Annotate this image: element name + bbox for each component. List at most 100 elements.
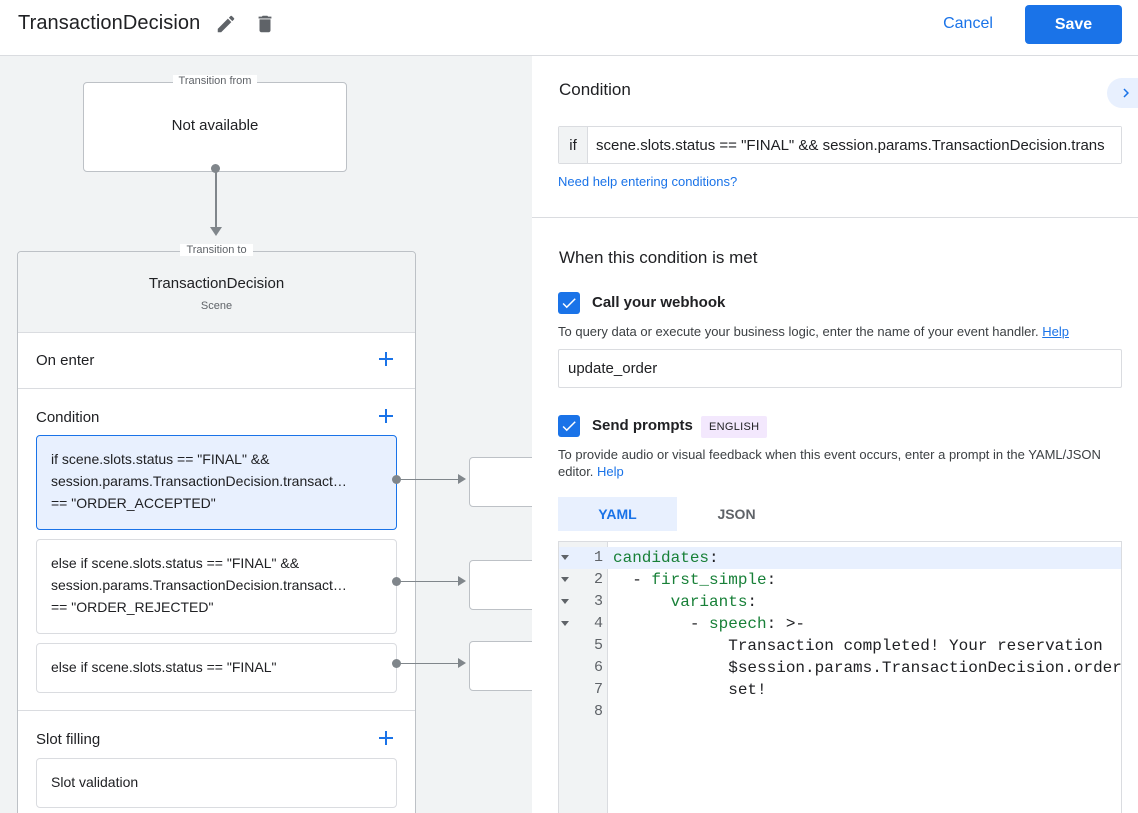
condition-item-accepted[interactable]: if scene.slots.status == "FINAL" && sess… <box>36 435 397 530</box>
slot-filling-label: Slot filling <box>36 731 101 748</box>
webhook-handler-input[interactable] <box>558 349 1122 388</box>
line-number: 2 <box>593 571 603 588</box>
code-line: 3 variants: <box>559 591 1121 613</box>
condition-line: else if scene.slots.status == "FINAL" && <box>51 555 300 571</box>
scene-header: Transition to TransactionDecision Scene <box>18 244 415 333</box>
save-button[interactable]: Save <box>1025 5 1122 44</box>
cancel-button[interactable]: Cancel <box>943 15 993 32</box>
condition-panel: Condition if Need help entering conditio… <box>532 56 1138 813</box>
yaml-editor[interactable]: 1 candidates: 2 - first_simple: 3 varian… <box>558 541 1122 813</box>
yaml-key: variants <box>670 593 748 611</box>
link-line <box>397 479 460 480</box>
webhook-help-link[interactable]: Help <box>1042 324 1069 339</box>
target-node[interactable] <box>469 457 532 507</box>
condition-item-rejected[interactable]: else if scene.slots.status == "FINAL" &&… <box>36 539 397 634</box>
prompts-help-link[interactable]: Help <box>597 464 624 479</box>
slot-validation-label: Slot validation <box>51 774 139 790</box>
yaml-value: set! <box>613 681 767 699</box>
yaml-punct: - <box>613 615 710 633</box>
editor-gutter <box>559 542 608 813</box>
webhook-description-text: To query data or execute your business l… <box>558 324 1039 339</box>
line-number: 1 <box>593 549 603 566</box>
yaml-punct: - <box>613 571 652 589</box>
connector-arrow <box>210 227 222 236</box>
edit-title-button[interactable] <box>214 12 238 36</box>
pencil-icon <box>217 15 235 33</box>
flow-canvas[interactable]: Transition from Not available Transition… <box>0 56 532 813</box>
section-divider <box>18 710 415 711</box>
yaml-punct: : <box>766 571 777 589</box>
caret-down-icon[interactable] <box>561 621 569 626</box>
link-dot <box>392 475 401 484</box>
add-condition-button[interactable] <box>378 408 394 424</box>
transition-from-node[interactable]: Transition from Not available <box>83 75 347 172</box>
prompts-description-text: To provide audio or visual feedback when… <box>558 447 1101 479</box>
page-title: TransactionDecision <box>18 12 201 34</box>
webhook-description: To query data or execute your business l… <box>558 323 1118 340</box>
link-dot <box>392 577 401 586</box>
delete-scene-button[interactable] <box>253 12 277 36</box>
call-webhook-checkbox[interactable] <box>558 292 580 314</box>
language-badge: ENGLISH <box>701 416 768 438</box>
condition-line: == "ORDER_REJECTED" <box>51 599 214 615</box>
link-arrow <box>458 576 466 586</box>
caret-down-icon[interactable] <box>561 555 569 560</box>
condition-item-final[interactable]: else if scene.slots.status == "FINAL" <box>36 643 397 693</box>
yaml-value: Transaction completed! Your reservation <box>613 637 1103 655</box>
call-webhook-label: Call your webhook <box>592 294 726 311</box>
link-arrow <box>458 474 466 484</box>
caret-down-icon[interactable] <box>561 577 569 582</box>
connector-dot <box>211 164 220 173</box>
add-slot-button[interactable] <box>378 730 394 746</box>
scene-type: Scene <box>200 300 233 312</box>
code-line: 8 <box>559 701 1121 723</box>
line-number: 3 <box>593 593 603 610</box>
tab-yaml[interactable]: YAML <box>558 497 677 531</box>
line-number: 5 <box>593 637 603 654</box>
panel-divider <box>532 217 1138 218</box>
target-node[interactable] <box>469 560 532 610</box>
code-line: 7 set! <box>559 679 1121 701</box>
add-on-enter-button[interactable] <box>378 351 394 367</box>
send-prompts-checkbox[interactable] <box>558 415 580 437</box>
target-node[interactable] <box>469 641 532 691</box>
yaml-punct: : >- <box>766 615 806 633</box>
condition-line: if scene.slots.status == "FINAL" && <box>51 451 270 467</box>
format-tabs: YAML JSON <box>558 497 796 531</box>
if-label: if <box>559 127 588 163</box>
chevron-right-icon <box>1123 88 1129 98</box>
prompts-description: To provide audio or visual feedback when… <box>558 446 1118 480</box>
code-line: 2 - first_simple: <box>559 569 1121 591</box>
condition-input[interactable] <box>588 127 1121 163</box>
yaml-punct: : <box>747 593 758 611</box>
tab-json[interactable]: JSON <box>717 506 756 522</box>
yaml-key: speech <box>709 615 767 633</box>
condition-help-link[interactable]: Need help entering conditions? <box>558 174 738 189</box>
condition-line: else if scene.slots.status == "FINAL" <box>51 659 277 675</box>
link-arrow <box>458 658 466 668</box>
check-icon <box>562 421 576 432</box>
collapse-panel-button[interactable] <box>1107 78 1138 108</box>
link-dot <box>392 659 401 668</box>
condition-line: == "ORDER_ACCEPTED" <box>51 495 216 511</box>
caret-down-icon[interactable] <box>561 599 569 604</box>
condition-heading: Condition <box>559 80 631 99</box>
transition-from-value: Not available <box>171 117 259 134</box>
line-number: 8 <box>593 703 603 720</box>
code-line: 1 candidates: <box>559 547 1121 569</box>
section-divider <box>18 388 415 389</box>
scene-name: TransactionDecision <box>148 275 285 292</box>
link-line <box>397 581 460 582</box>
link-line <box>397 663 460 664</box>
on-enter-label: On enter <box>36 352 95 369</box>
transition-from-caption: Transition from <box>172 75 258 87</box>
condition-met-heading: When this condition is met <box>559 248 758 267</box>
trash-icon <box>258 15 272 33</box>
scene-node[interactable]: Transition to TransactionDecision Scene … <box>17 244 416 813</box>
code-line: 5 Transaction completed! Your reservatio… <box>559 635 1121 657</box>
check-icon <box>562 298 576 309</box>
yaml-key: first_simple <box>651 571 767 589</box>
slot-validation-item[interactable]: Slot validation <box>36 758 397 808</box>
line-number: 7 <box>593 681 603 698</box>
yaml-value: $session.params.TransactionDecision.orde… <box>613 659 1122 677</box>
